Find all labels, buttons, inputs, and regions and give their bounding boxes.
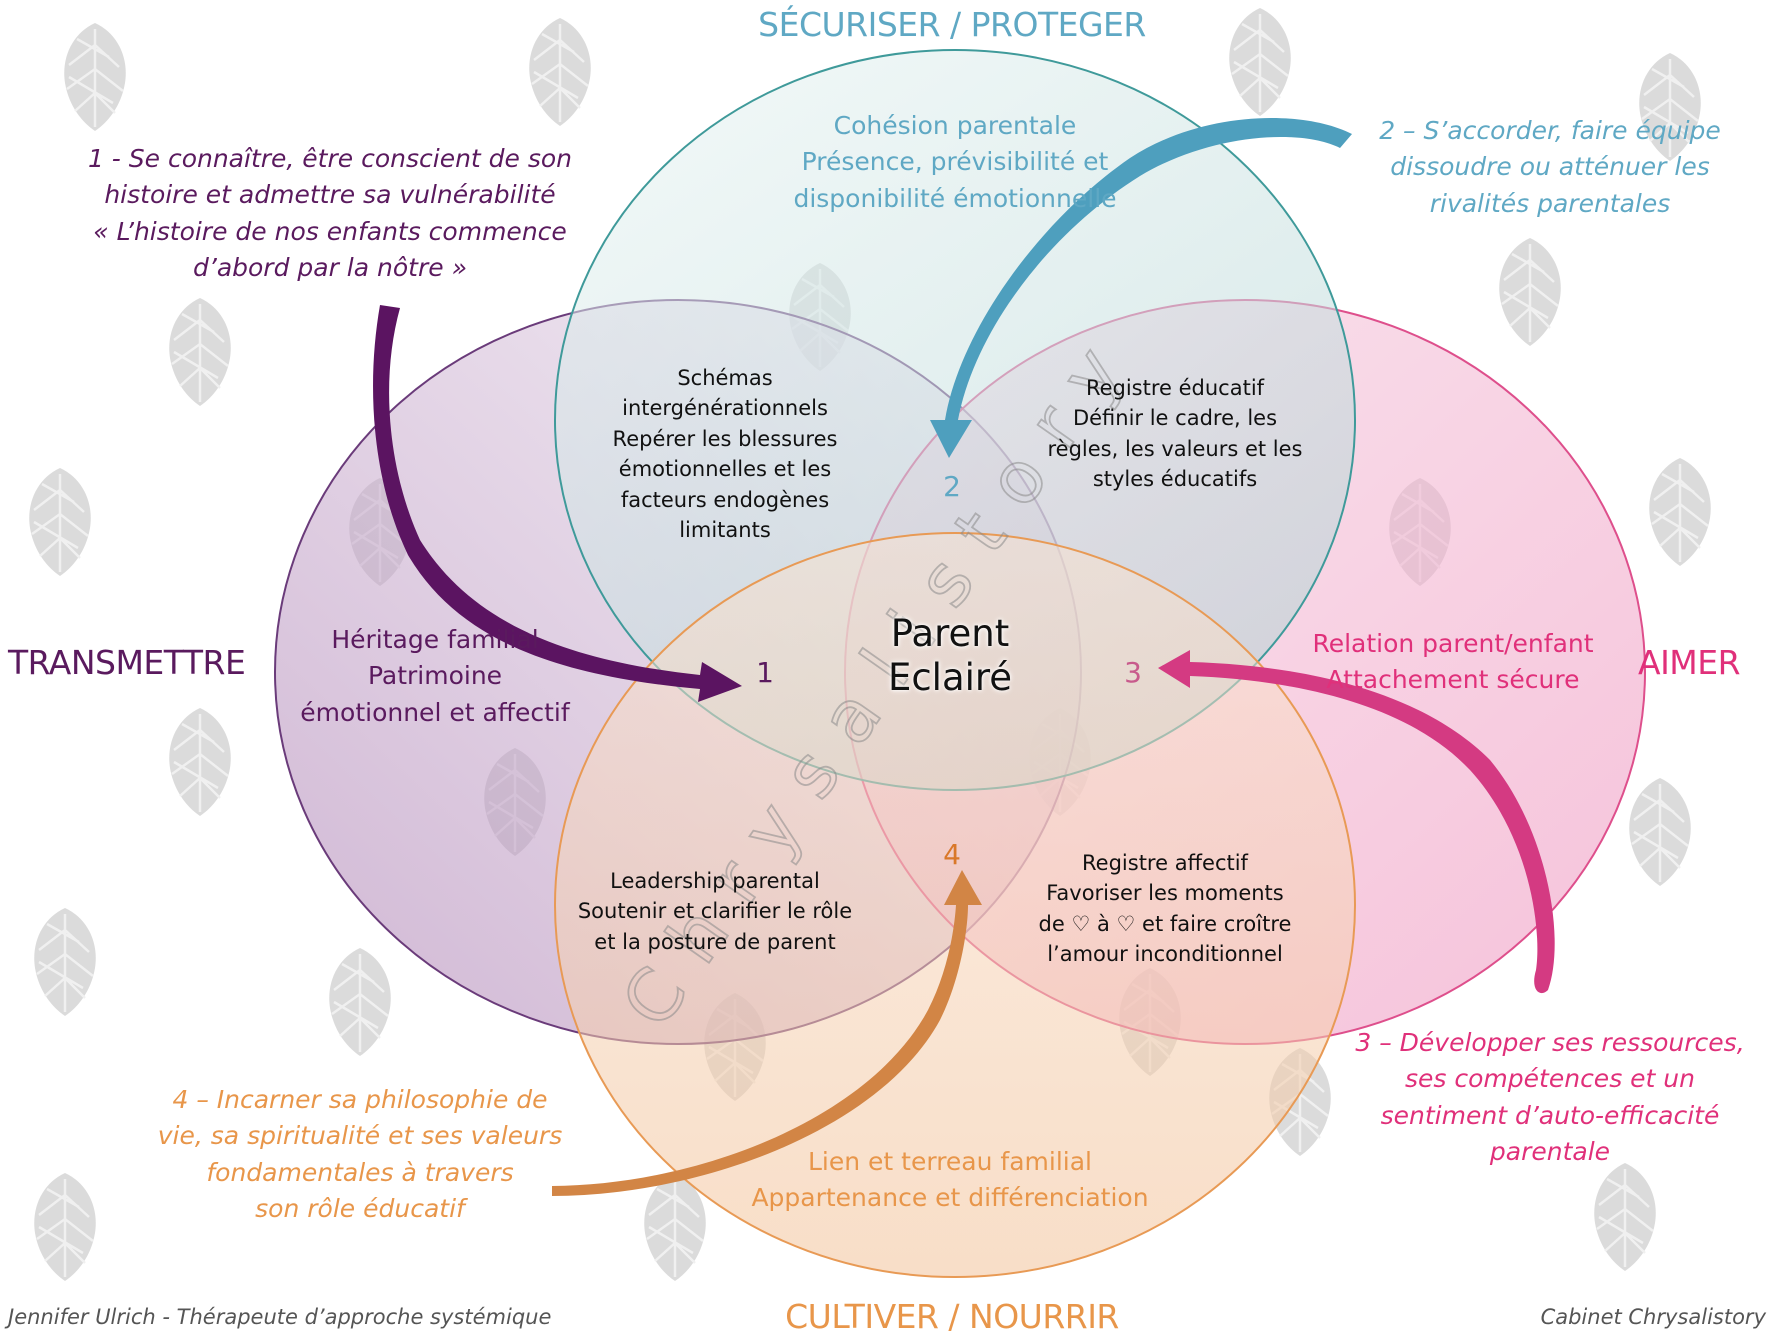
zone-left-line: Héritage familial — [331, 625, 539, 654]
zone-top-left-line: facteurs endogènes — [620, 487, 830, 512]
number-3: 3 — [1124, 656, 1142, 689]
zone-bottom-right-line: Registre affectif — [1082, 851, 1248, 875]
note-1-line: « L’histoire de nos enfants commence — [93, 216, 567, 246]
footer-author: Jennifer Ulrich - Thérapeute d’approche … — [8, 1305, 552, 1329]
zone-bottom-left-line: Leadership parental — [610, 869, 820, 893]
zone-bottom-right-line: de ♡ à ♡ et faire croître — [1038, 911, 1292, 936]
label-transmettre: TRANSMETTRE — [8, 643, 246, 682]
label-aimer: AIMER — [1638, 643, 1741, 682]
number-1: 1 — [756, 656, 774, 689]
note-2-line: 2 – S’accorder, faire équipe — [1379, 116, 1721, 145]
note-3-line: parentale — [1489, 1136, 1611, 1166]
zone-bottom-right-line: Favoriser les moments — [1046, 881, 1284, 906]
note-2: 2 – S’accorder, faire équipe dissoudre o… — [1360, 113, 1740, 222]
note-2-line: dissoudre ou atténuer les — [1390, 152, 1710, 182]
zone-right-line: Attachement sécure — [1326, 665, 1580, 695]
note-2-line: rivalités parentales — [1429, 188, 1671, 218]
center-line2: Eclairé — [887, 656, 1013, 700]
zone-top-right-line: styles éducatifs — [1092, 467, 1258, 492]
zone-bottom-line: Appartenance et différenciation — [751, 1183, 1149, 1213]
zone-top-left-line: limitants — [679, 518, 771, 543]
note-3-line: sentiment d’auto-efficacité — [1380, 1100, 1720, 1130]
number-2: 2 — [943, 470, 961, 503]
zone-bottom-right-line: l’amour inconditionnel — [1047, 942, 1283, 967]
zone-top-line: disponibilité émotionnelle — [793, 183, 1117, 213]
zone-top: Cohésion parentale Présence, prévisibili… — [755, 108, 1155, 217]
label-cultiver: CULTIVER / NOURRIR — [785, 1297, 1119, 1336]
zone-bottom-left: Leadership parental Soutenir et clarifie… — [570, 866, 860, 957]
zone-bottom-left-line: Soutenir et clarifier le rôle — [577, 899, 853, 924]
zone-left-line: émotionnel et affectif — [300, 697, 570, 727]
zone-top-left-line: Repérer les blessures — [612, 426, 838, 451]
note-4: 4 – Incarner sa philosophie de vie, sa s… — [140, 1082, 580, 1227]
footer-cabinet: Cabinet Chrysalistory — [1540, 1305, 1766, 1329]
arrow-2 — [930, 117, 1352, 458]
zone-bottom-line: Lien et terreau familial — [808, 1147, 1092, 1176]
note-1: 1 - Se connaître, être conscient de son … — [60, 141, 600, 286]
zone-top-right-line: Registre éducatif — [1085, 376, 1265, 400]
zone-bottom-right: Registre affectif Favoriser les moments … — [1025, 848, 1305, 970]
zone-top-right-line: règles, les valeurs et les — [1047, 436, 1303, 461]
label-securiser: SÉCURISER / PROTEGER — [758, 5, 1146, 44]
zone-right-line: Relation parent/enfant — [1312, 629, 1594, 658]
zone-top-line: Présence, prévisibilité et — [801, 147, 1109, 177]
zone-top-right: Registre éducatif Définir le cadre, les … — [1035, 373, 1315, 495]
note-1-line: 1 - Se connaître, être conscient de son — [87, 144, 573, 173]
zone-top-left-line: intergénérationnels — [622, 396, 828, 421]
note-3-line: ses compétences et un — [1405, 1064, 1695, 1094]
zone-top-left-line: Schémas — [677, 366, 773, 390]
arrow-1 — [373, 305, 742, 702]
note-3-line: 3 – Développer ses ressources, — [1355, 1028, 1745, 1057]
note-4-line: 4 – Incarner sa philosophie de — [172, 1085, 548, 1114]
note-1-line: histoire et admettre sa vulnérabilité — [104, 180, 556, 210]
note-4-line: son rôle éducatif — [255, 1193, 465, 1223]
zone-top-line: Cohésion parentale — [833, 111, 1077, 140]
zone-top-left-line: émotionnelles et les — [618, 457, 832, 482]
note-4-line: fondamentales à travers — [206, 1157, 514, 1187]
zone-left-line: Patrimoine — [367, 661, 503, 691]
center-line1: Parent — [890, 612, 1010, 655]
note-4-line: vie, sa spiritualité et ses valeurs — [157, 1121, 563, 1151]
zone-top-right-line: Définir le cadre, les — [1072, 406, 1278, 431]
zone-bottom: Lien et terreau familial Appartenance et… — [730, 1144, 1170, 1217]
arrow-3 — [1158, 650, 1555, 994]
note-3: 3 – Développer ses ressources, ses compé… — [1340, 1025, 1760, 1170]
zone-left: Héritage familial Patrimoine émotionnel … — [285, 622, 585, 731]
zone-top-left: Schémas intergénérationnels Repérer les … — [600, 363, 850, 546]
zone-bottom-left-line: et la posture de parent — [594, 929, 836, 954]
center-title: Parent Eclairé — [850, 612, 1050, 701]
note-1-line: d’abord par la nôtre » — [193, 252, 467, 282]
zone-right: Relation parent/enfant Attachement sécur… — [1298, 626, 1608, 699]
number-4: 4 — [943, 838, 961, 871]
